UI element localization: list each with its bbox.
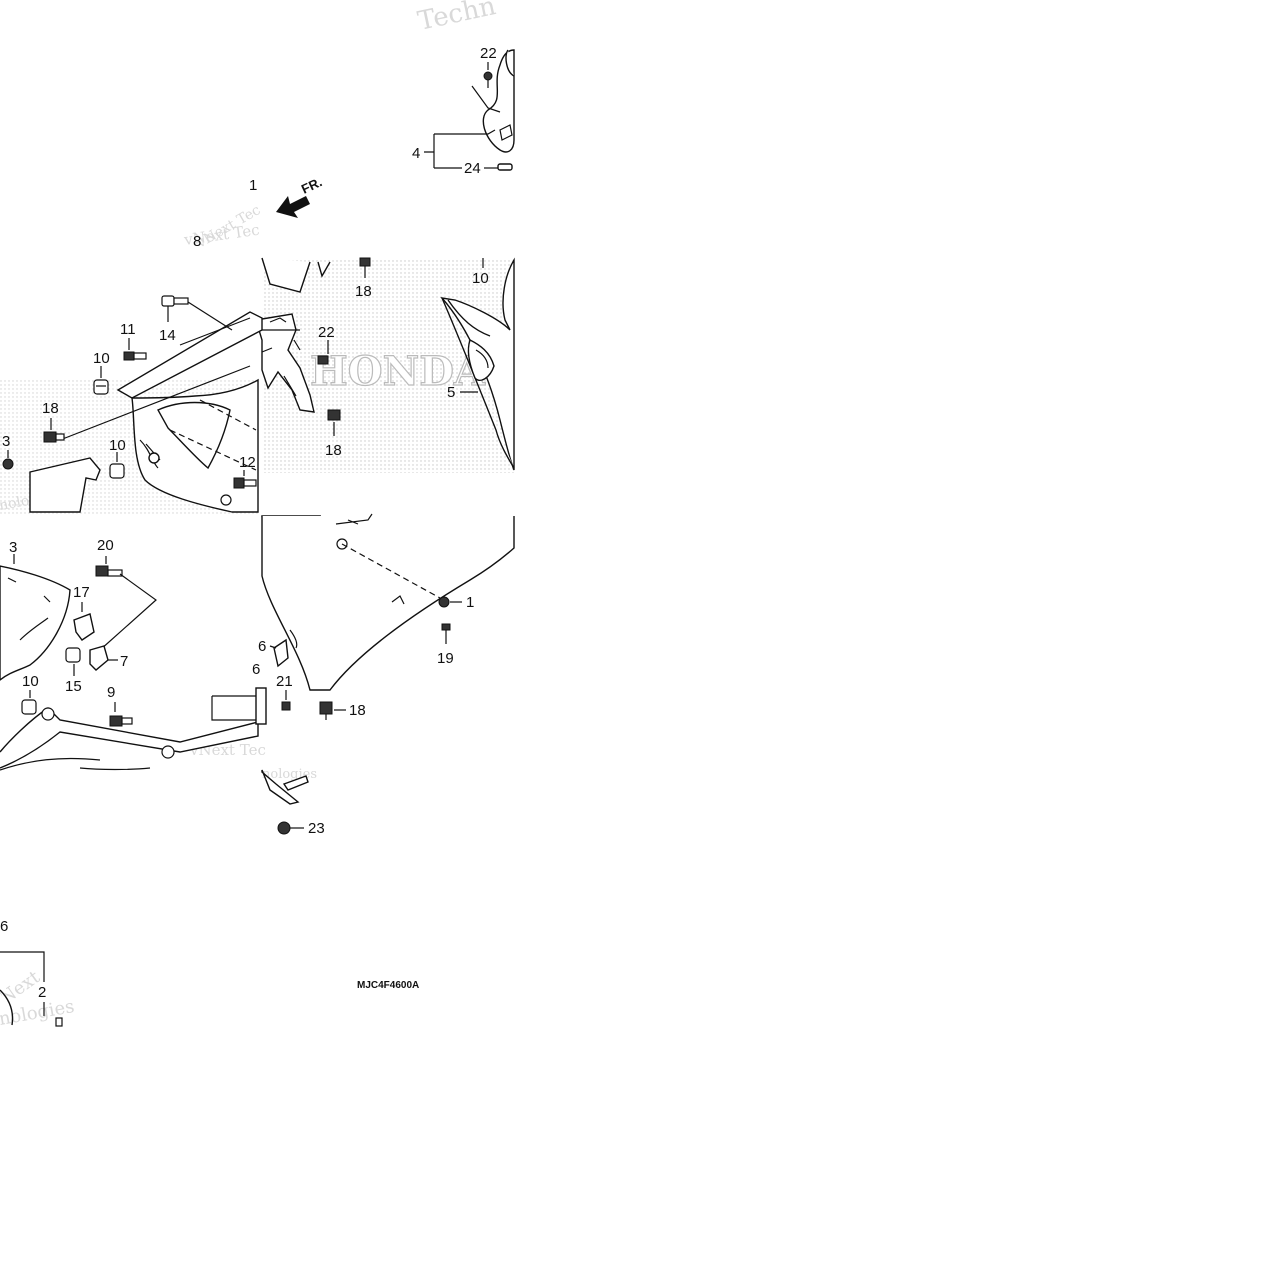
svg-text:10: 10 [22,673,39,690]
nut-7 [89,645,109,671]
svg-text:12: 12 [239,454,256,471]
svg-text:15: 15 [65,678,82,695]
bolt-18-lower [319,701,333,720]
bolt-11 [123,351,147,361]
clip-24 [497,163,513,171]
svg-text:17: 17 [73,584,90,601]
bolt-12 [233,477,257,489]
svg-text:5: 5 [447,384,455,401]
under-cowl-part-1 [261,513,515,691]
clip-17 [73,613,95,641]
svg-text:1: 1 [466,594,474,611]
watermark-text: Techn [415,0,499,37]
svg-text:6: 6 [0,918,8,935]
svg-text:19: 19 [437,650,454,667]
clip-6-center [273,638,289,668]
side-fairing-part-5 [440,257,515,471]
mounting-strip [116,311,263,399]
svg-text:3: 3 [9,539,17,556]
grommet-10-lower [109,463,125,479]
inner-bracket [255,313,315,413]
svg-text:18: 18 [42,400,59,417]
bolt-22-top [483,71,493,81]
svg-text:3: 3 [2,433,10,450]
front-direction-arrow: FR. [276,174,324,218]
small-bracket [261,769,300,805]
svg-text:21: 21 [276,673,293,690]
svg-text:22: 22 [318,324,335,341]
bolt-23 [277,821,304,835]
collar-15 [65,647,81,663]
svg-text:7: 7 [120,653,128,670]
left-lower-panel-part-3 [0,565,71,681]
svg-text:6: 6 [252,661,260,678]
bolt-18-upper [359,257,371,278]
svg-text:6: 6 [258,638,266,655]
svg-text:23: 23 [308,820,325,837]
grommet-10 [93,379,109,395]
lower-fairing-left [131,378,259,513]
svg-text:22: 22 [480,45,497,62]
screw-21 [281,701,291,711]
screw-19 [441,623,451,644]
clip-6 [255,687,267,725]
svg-text:10: 10 [472,270,489,287]
bolt-22-center [317,355,329,365]
svg-text:11: 11 [120,321,136,338]
svg-text:18: 18 [349,702,366,719]
svg-text:FR.: FR. [299,174,324,196]
svg-text:24: 24 [464,160,481,177]
bolt-14 [161,295,189,307]
nut-1 [438,596,450,608]
bolt-18-left [43,431,65,443]
svg-text:9: 9 [107,684,115,701]
left-panel-part-3 [29,457,101,513]
brand-watermark: HONDA [310,348,486,395]
upper-cowl-fragment [261,257,331,293]
diagram-code: MJC4F4600A [357,980,419,991]
svg-text:10: 10 [109,437,126,454]
svg-text:8: 8 [193,233,201,250]
svg-text:18: 18 [355,283,372,300]
svg-text:14: 14 [159,327,176,344]
lower-trim-strip [0,707,259,769]
svg-text:4: 4 [412,145,420,162]
bolt-20 [95,565,123,577]
svg-text:18: 18 [325,442,342,459]
bolt-18-center [327,409,341,421]
svg-text:1: 1 [249,177,257,194]
svg-text:20: 20 [97,537,114,554]
svg-text:2: 2 [38,984,46,1001]
grommet-10-bottom [21,699,37,715]
bracket-part-4 [482,49,515,153]
bottom-left-fragment [0,989,14,1026]
callout-labels: 22 4 24 1 8 18 10 14 11 10 22 5 18 18 3 … [0,45,497,1001]
bolt-9 [109,715,133,727]
svg-text:10: 10 [93,350,110,367]
